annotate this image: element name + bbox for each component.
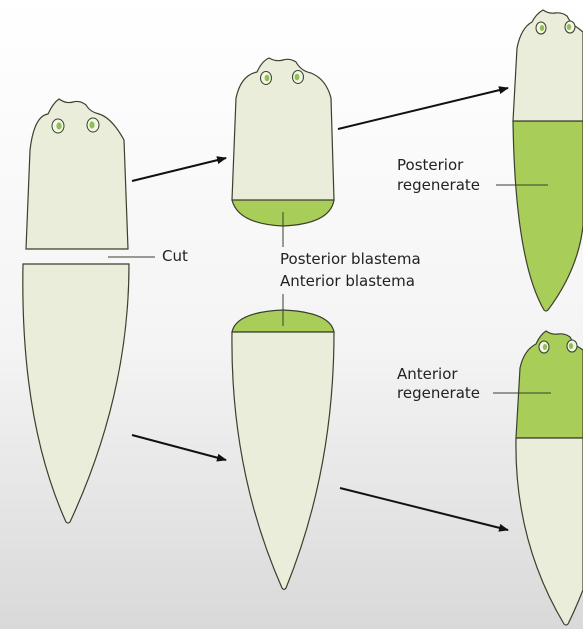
anterior-regenerate-label-line1: Anterior [397, 365, 458, 384]
anterior-regenerate-label-line2: regenerate [397, 384, 480, 403]
posterior-regenerate-label-line1: Posterior [397, 156, 463, 175]
anterior-blastema-label: Anterior blastema [280, 272, 415, 291]
eye-icon [261, 72, 272, 85]
head-fragment [232, 58, 334, 226]
eye-icon [52, 119, 64, 133]
eye-icon [536, 22, 546, 34]
posterior-regenerate-label-line2: regenerate [397, 176, 480, 195]
eye-icon [567, 340, 577, 352]
eye-icon [87, 118, 99, 132]
posterior-blastema-label: Posterior blastema [280, 250, 421, 269]
eye-icon [539, 341, 549, 353]
cut-label: Cut [162, 247, 188, 266]
eye-icon [293, 71, 304, 84]
eye-icon [565, 21, 575, 33]
head-fragment-body [232, 58, 334, 200]
